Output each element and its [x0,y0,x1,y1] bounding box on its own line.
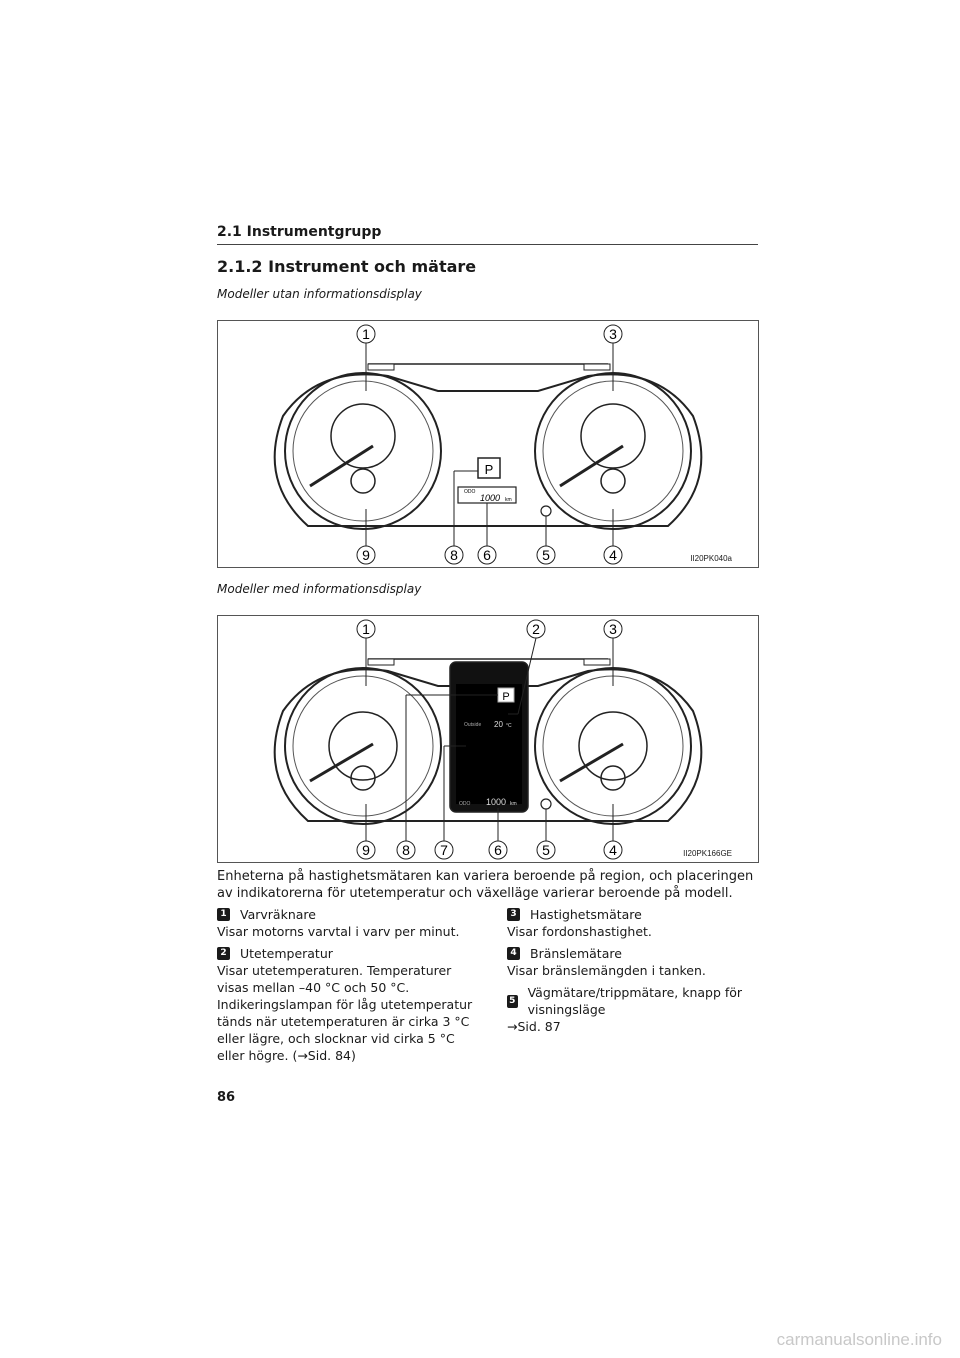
item-number-badge: 5 [507,994,518,1008]
item-title: Utetemperatur [240,946,333,961]
item-number-badge: 1 [217,908,230,921]
callout-5: 5 [542,842,550,858]
item-speedometer: 3 Hastighetsmätare Visar fordonshastighet… [507,906,769,940]
callout-9: 9 [362,842,370,858]
items-right-column: 3 Hastighetsmätare Visar fordonshastighet… [507,906,769,1040]
item-odometer-trip: 5 Vägmätare/trippmätare, knapp för visnin… [507,984,769,1035]
item-title: Hastighetsmätare [530,907,642,922]
subsection-title: 2.1.2 Instrument och mätare [217,257,477,276]
callout-6: 6 [494,842,502,858]
callout-8: 8 [450,547,458,563]
gear-indicator: P [485,462,494,477]
callout-6: 6 [483,547,491,563]
watermark: carmanualsonline.info [776,1330,942,1349]
odo-unit: km [505,497,512,503]
section-divider [217,244,758,245]
item-title: Varvräknare [240,907,316,922]
figure-1-instrument-cluster: P ODO 1000 km 1 3 9 8 6 5 4 II20PK040a [217,320,759,568]
item-text: Visar utetemperaturen. Temperaturer visa… [217,963,473,1063]
figure-2-caption: Modeller med informationsdisplay [217,582,422,596]
callout-9: 9 [362,547,370,563]
callout-3: 3 [609,621,617,637]
info-gear-indicator: P [502,691,509,703]
section-title: 2.1 Instrumentgrupp [217,224,382,240]
item-number-badge: 3 [507,908,520,921]
callout-4: 4 [609,842,617,858]
item-text: Visar motorns varvtal i varv per minut. [217,924,460,939]
callout-3: 3 [609,326,617,342]
odo-value: 1000 [480,493,500,503]
info-odo-value: 1000 [486,797,506,807]
item-number-badge: 2 [217,947,230,960]
callout-1: 1 [362,326,370,342]
item-number-badge: 4 [507,947,520,960]
intro-paragraph: Enheterna på hastighetsmätaren kan varie… [217,869,754,901]
figure-2-instrument-cluster: P Outside 20 °C ODO 1000 km 1 2 3 9 8 7 … [217,615,759,863]
callout-5: 5 [542,547,550,563]
item-outside-temperature: 2 Utetemperatur Visar utetemperaturen. Te… [217,945,479,1064]
callout-4: 4 [609,547,617,563]
outside-label: Outside [464,722,481,728]
info-odo-unit: km [510,801,517,807]
item-fuel-gauge: 4 Bränslemätare Visar bränslemängden i ta… [507,945,769,979]
figure-2-id: II20PK166GE [683,849,732,858]
callout-1: 1 [362,621,370,637]
info-odo-label: ODO [459,801,471,807]
figure-1-id: II20PK040a [690,554,732,563]
item-title: Bränslemätare [530,946,622,961]
outside-temp-value: 20 [494,720,503,729]
page-number: 86 [217,1090,236,1105]
item-text: Visar bränslemängden i tanken. [507,963,706,978]
odo-label: ODO [464,489,476,495]
callout-7: 7 [440,842,448,858]
item-text: Visar fordonshastighet. [507,924,652,939]
item-title: Vägmätare/trippmätare, knapp för visning… [527,985,743,1017]
cluster-illustration-2: P Outside 20 °C ODO 1000 km 1 2 3 9 8 7 … [273,619,703,860]
cluster-illustration-1: P ODO 1000 km 1 3 9 8 6 5 4 [273,324,703,565]
item-text: →Sid. 87 [507,1019,561,1034]
figure-1-caption: Modeller utan informationsdisplay [217,287,422,301]
item-tachometer: 1 Varvräknare Visar motorns varvtal i var… [217,906,479,940]
items-left-column: 1 Varvräknare Visar motorns varvtal i var… [217,906,479,1069]
outside-temp-unit: °C [506,723,512,729]
callout-2: 2 [532,621,540,637]
callout-8: 8 [402,842,410,858]
